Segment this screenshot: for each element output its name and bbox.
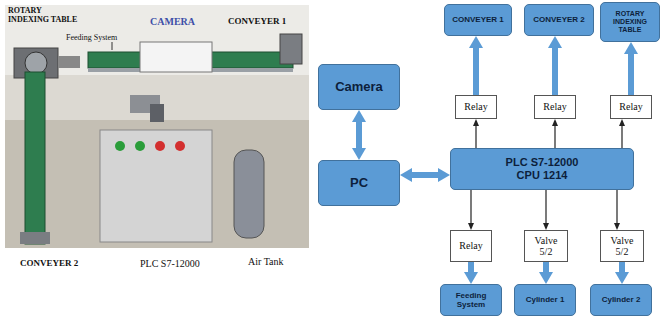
connector-arrow	[619, 262, 625, 272]
box-text: Cylinder 2	[602, 295, 641, 304]
device-box: Cylinder 2	[590, 284, 652, 316]
device-box: CONVEYER 2	[524, 4, 594, 36]
connector-arrow	[470, 190, 471, 223]
air-tank	[234, 150, 264, 238]
relay-box: Valve 5/2	[600, 230, 644, 262]
relay-box: Relay	[534, 95, 576, 119]
control-cabinet	[100, 130, 212, 242]
device-box: CONVEYER 1	[444, 4, 512, 36]
device-box: Feeding System	[440, 284, 502, 316]
box-text: Cylinder 1	[526, 295, 565, 304]
box-text: Valve 5/2	[530, 235, 562, 258]
cylinder-block	[150, 104, 164, 122]
part-label: Air Tank	[248, 256, 284, 268]
device-box: PLC S7-12000 CPU 1214	[450, 148, 634, 190]
connector-arrow	[543, 262, 549, 272]
connector-arrow	[628, 54, 634, 95]
leader-line	[112, 42, 113, 50]
box-text: Relay	[619, 101, 642, 113]
connector-arrow	[545, 190, 546, 223]
rotary-disc	[25, 52, 47, 74]
relay-box: Relay	[455, 95, 497, 119]
device-box: Camera	[318, 64, 400, 110]
button	[135, 141, 145, 151]
device-box: PC	[318, 160, 400, 206]
connector-arrow	[412, 172, 438, 178]
motor	[20, 232, 50, 244]
box-text: Feeding System	[446, 291, 496, 309]
box-text: Relay	[543, 101, 566, 113]
part-label: CONVEYER 2	[20, 258, 78, 268]
button	[175, 141, 185, 151]
connector-arrow	[616, 190, 617, 223]
box-text: ROTARY INDEXING TABLE	[606, 10, 654, 34]
box-text: Camera	[335, 80, 383, 95]
button	[155, 141, 165, 151]
connector-arrow	[475, 126, 476, 148]
photo-background	[5, 5, 309, 248]
part-label: CAMERA	[150, 16, 195, 28]
feeder	[58, 56, 80, 68]
box-text: Relay	[464, 101, 487, 113]
relay-box: Valve 5/2	[524, 230, 568, 262]
connector-arrow	[621, 126, 622, 148]
camera-housing	[140, 42, 212, 72]
box-text: PC	[350, 176, 368, 191]
part-label: PLC S7-12000	[140, 258, 200, 270]
connector-arrow	[473, 48, 479, 95]
button	[115, 141, 125, 151]
part-label: ROTARY INDEXING TABLE	[8, 6, 82, 24]
box-text: CONVEYER 2	[533, 15, 585, 24]
relay-box: Relay	[610, 95, 652, 119]
connector-arrow	[468, 262, 474, 272]
connector-arrow	[356, 122, 362, 148]
connector-arrow	[554, 126, 555, 148]
motor	[280, 34, 302, 64]
part-label: CONVEYER 1	[228, 16, 286, 26]
box-text: CONVEYER 1	[452, 15, 504, 24]
box-text: Relay	[459, 240, 482, 252]
part-label: Feeding System	[66, 33, 117, 42]
device-box: ROTARY INDEXING TABLE	[600, 2, 660, 42]
device-box: Cylinder 1	[514, 284, 576, 316]
relay-box: Relay	[450, 230, 492, 262]
box-text: PLC S7-12000 CPU 1214	[497, 156, 587, 181]
base-board	[5, 120, 309, 248]
box-text: Valve 5/2	[606, 235, 638, 258]
connector-arrow	[552, 48, 558, 95]
conveyor-belt-2	[25, 72, 45, 244]
